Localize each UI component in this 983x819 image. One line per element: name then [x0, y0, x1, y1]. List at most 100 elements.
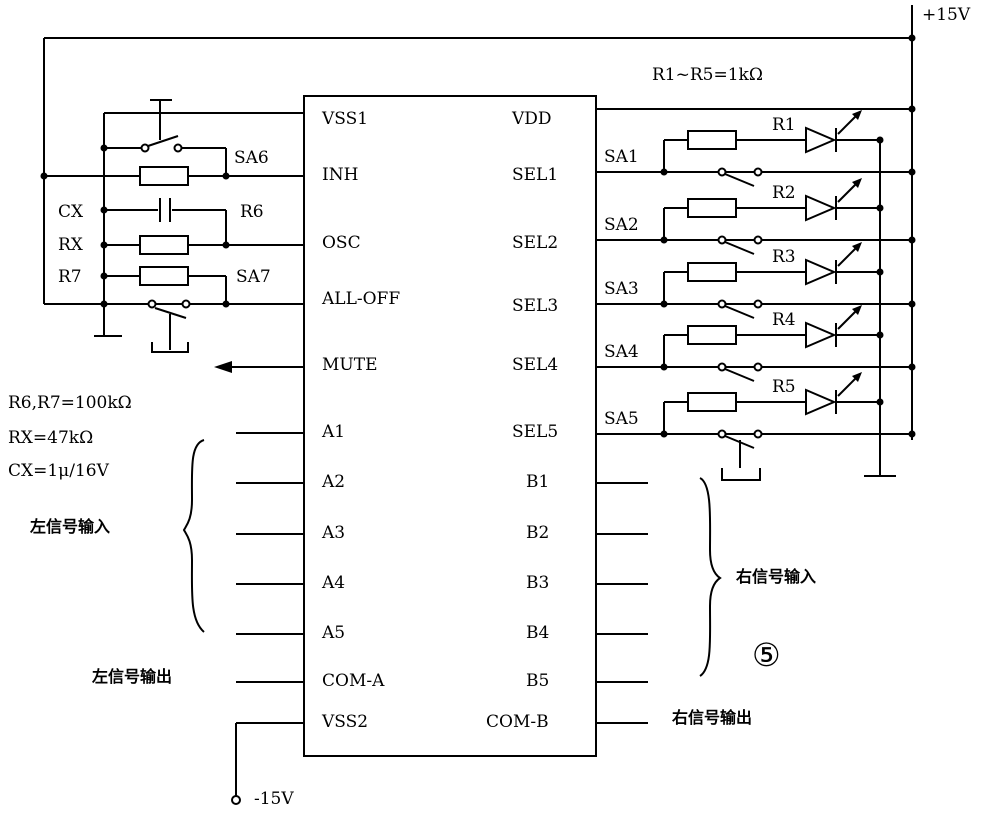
led-arrow-head [852, 305, 862, 315]
pin-all-off: ALL-OFF [321, 289, 400, 309]
pin-a4: A4 [321, 573, 345, 593]
pin-sel5: SEL5 [512, 422, 558, 442]
led-arrow-head [852, 110, 862, 120]
pin-b2: B2 [526, 523, 549, 543]
led-icon [805, 126, 837, 154]
right-input-lines [596, 477, 722, 724]
label-sa6: SA6 [234, 148, 269, 168]
switch-contact [753, 362, 763, 372]
pin-osc: OSC [322, 233, 361, 253]
note-cx: CX=1μ/16V [8, 461, 110, 481]
switch-blade [724, 368, 755, 382]
figure-number: ⑤ [752, 636, 781, 674]
resistor-r2 [687, 198, 737, 218]
label-sa2: SA2 [604, 215, 639, 235]
note-rx: RX=47kΩ [8, 428, 93, 448]
pin-b5: B5 [526, 671, 549, 691]
note-r6-r7: R6,R7=100kΩ [8, 393, 132, 413]
pin-vss1: VSS1 [321, 109, 368, 129]
pin-sel3: SEL3 [512, 296, 558, 316]
supply-negative-label: -15V [254, 789, 294, 809]
resistor-inh [139, 166, 189, 186]
led-icon [805, 388, 837, 416]
pin-com-a: COM-A [322, 671, 385, 691]
resistor-r3 [687, 262, 737, 282]
pin-sel2: SEL2 [512, 233, 558, 253]
label-sa1: SA1 [604, 147, 639, 167]
switch-contact [717, 429, 727, 439]
ic-body [303, 95, 597, 757]
resistor-r5 [687, 392, 737, 412]
pin-sel4: SEL4 [512, 355, 558, 375]
label-sa5: SA5 [604, 409, 639, 429]
label-sa4: SA4 [604, 342, 639, 362]
switch-contact [717, 299, 727, 309]
pin-sel1: SEL1 [512, 165, 558, 185]
label-r6: R6 [240, 202, 264, 222]
pin-vdd: VDD [511, 109, 552, 129]
ic-right-pins: VDD SEL1 SEL2 SEL3 SEL4 SEL5 B1 B2 B3 B4… [486, 109, 558, 732]
resistor-r1 [687, 130, 737, 150]
resistor-r7 [139, 266, 189, 286]
led-icon [805, 258, 837, 286]
led-icon [805, 194, 837, 222]
junction-dot [908, 430, 916, 438]
label-rx: RX [58, 235, 84, 255]
switch-blade [724, 173, 755, 187]
label-r4: R4 [772, 310, 796, 330]
switch-contact [753, 429, 763, 439]
pin-mute: MUTE [322, 355, 377, 375]
led-ground-return [864, 140, 896, 477]
led-arrow-head [852, 178, 862, 188]
label-r3: R3 [772, 247, 796, 267]
label-right-output: 右信号输出 [672, 708, 752, 727]
junction-dot [908, 236, 916, 244]
switch-contact [753, 299, 763, 309]
switch-contact [717, 235, 727, 245]
label-r5: R5 [772, 377, 796, 397]
left-network: SA6 CX R6 RX R7 SA7 [40, 99, 304, 373]
note-r1-r5: R1~R5=1kΩ [652, 65, 763, 85]
pin-b3: B3 [526, 573, 549, 593]
junction-dot [908, 363, 916, 371]
left-input-lines [182, 432, 304, 683]
switch-contact [717, 167, 727, 177]
resistor-r4 [687, 325, 737, 345]
switch-blade [724, 305, 755, 319]
sa5-button-foot [721, 468, 761, 481]
resistor-rx [139, 235, 189, 255]
positive-supply-rail: +15V [43, 5, 971, 440]
negative-supply: -15V [231, 722, 304, 809]
led-icon [805, 321, 837, 349]
switch-blade [724, 241, 755, 255]
label-sa7: SA7 [236, 267, 271, 287]
pin-a1: A1 [321, 422, 345, 442]
pin-com-b: COM-B [486, 712, 549, 732]
switch-contact [753, 167, 763, 177]
led-arrow-head [852, 372, 862, 382]
pin-vss2: VSS2 [321, 712, 368, 732]
label-cx: CX [58, 202, 84, 222]
pin-a3: A3 [321, 523, 345, 543]
label-r2: R2 [772, 183, 796, 203]
label-r1: R1 [772, 115, 796, 135]
label-right-input: 右信号输入 [736, 567, 816, 586]
junction-dot [908, 300, 916, 308]
led-arrow-head [852, 242, 862, 252]
pin-a2: A2 [321, 472, 345, 492]
mute-arrow-icon [214, 361, 232, 373]
pin-b1: B1 [526, 472, 549, 492]
switch-contact [753, 235, 763, 245]
label-left-output: 左信号输出 [91, 667, 172, 686]
switch-contact [717, 362, 727, 372]
label-sa3: SA3 [604, 279, 639, 299]
component-notes: R6,R7=100kΩ RX=47kΩ CX=1μ/16V [8, 393, 132, 481]
pin-a5: A5 [321, 623, 345, 643]
pin-b4: B4 [526, 623, 549, 643]
supply-positive-label: +15V [922, 5, 971, 25]
junction-dot [908, 168, 916, 176]
ic-left-pins: VSS1 INH OSC ALL-OFF MUTE A1 A2 A3 A4 A5… [321, 109, 400, 732]
